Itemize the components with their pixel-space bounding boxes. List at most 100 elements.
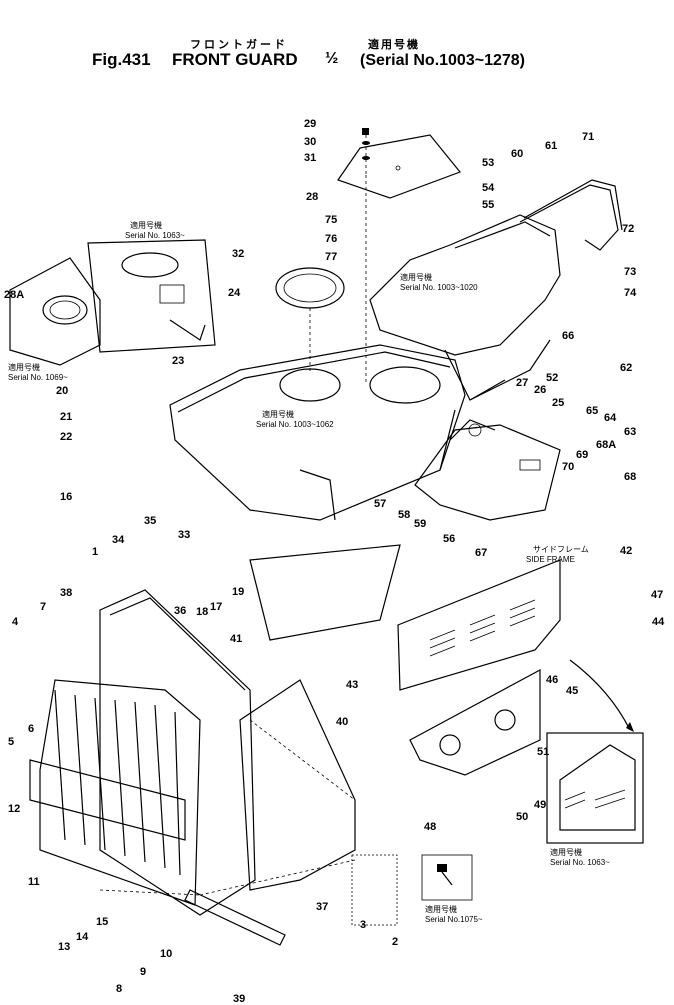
- callout-23: 23: [172, 355, 184, 367]
- callout-9: 9: [140, 966, 146, 978]
- callout-1: 1: [92, 546, 98, 558]
- hinge-bracket-assembly: [414, 419, 561, 521]
- japanese-serial-label: 適用号機: [368, 39, 420, 51]
- front-grille-frame: [29, 589, 256, 916]
- callout-6: 6: [28, 723, 34, 735]
- callout-46: 46: [546, 674, 558, 686]
- callout-10: 10: [160, 948, 172, 960]
- callout-19: 19: [232, 586, 244, 598]
- note-inset-left-bottom: Serial No. 1069~: [8, 373, 68, 382]
- callout-22: 22: [60, 431, 72, 443]
- note-inset-bolt: Serial No.1075~: [425, 915, 483, 924]
- callout-labels: 1234567891011121314151617181920212223242…: [4, 118, 665, 1005]
- callout-39: 39: [233, 993, 245, 1005]
- callout-77: 77: [325, 251, 337, 263]
- callout-12: 12: [8, 803, 20, 815]
- cover-plate-28: [337, 134, 461, 199]
- callout-57: 57: [374, 498, 386, 510]
- callout-16: 16: [60, 491, 72, 503]
- note-inset-panel-jp: 適用号機: [550, 847, 582, 857]
- callout-68: 68: [624, 471, 636, 483]
- callout-25: 25: [552, 397, 564, 409]
- callout-27: 27: [516, 377, 528, 389]
- callout-44: 44: [652, 616, 665, 628]
- callout-5: 5: [8, 736, 14, 748]
- callout-64: 64: [604, 412, 617, 424]
- callout-4: 4: [12, 616, 19, 628]
- callout-72: 72: [622, 223, 634, 235]
- callout-2: 2: [392, 936, 398, 948]
- callout-14: 14: [76, 931, 89, 943]
- note-inset-left-top-jp: 適用号機: [130, 220, 162, 230]
- bottom-rail-39: [184, 889, 286, 946]
- callout-49: 49: [534, 799, 546, 811]
- hood-top-cover: [169, 175, 466, 521]
- callout-42: 42: [620, 545, 632, 557]
- note-side-frame-jp: サイドフレーム: [533, 545, 589, 554]
- callout-75: 75: [325, 214, 337, 226]
- lower-body-outline: [99, 679, 356, 896]
- callout-29: 29: [304, 118, 316, 130]
- callout-54: 54: [482, 182, 495, 194]
- callout-52: 52: [546, 372, 558, 384]
- note-hood-rear-jp: 適用号機: [400, 272, 432, 282]
- serial-range: (Serial No.1003~1278): [360, 52, 525, 69]
- note-hood-rear: Serial No. 1003~1020: [400, 283, 478, 292]
- callout-65: 65: [586, 405, 598, 417]
- figure-title: FRONT GUARD: [172, 50, 298, 69]
- callout-13: 13: [58, 941, 70, 953]
- rear-hood-60: [369, 214, 561, 401]
- callout-69: 69: [576, 449, 588, 461]
- callout-74: 74: [624, 287, 637, 299]
- figure-number: Fig.431: [92, 50, 151, 69]
- callout-7: 7: [40, 601, 46, 613]
- callout-24: 24: [228, 287, 241, 299]
- callout-26: 26: [534, 384, 546, 396]
- louver-vents: [429, 599, 536, 657]
- callout-63: 63: [624, 426, 636, 438]
- callout-21: 21: [60, 411, 72, 423]
- figure-fraction: ½: [325, 50, 339, 67]
- callout-61: 61: [545, 140, 557, 152]
- callout-20: 20: [56, 385, 68, 397]
- callout-43: 43: [346, 679, 358, 691]
- inset-lower-right: [546, 659, 644, 844]
- callout-47: 47: [651, 589, 663, 601]
- serial-notes: 適用号機 Serial No. 1063~ 適用号機 Serial No. 10…: [8, 220, 610, 924]
- callout-73: 73: [624, 266, 636, 278]
- callout-58: 58: [398, 509, 410, 521]
- callout-30: 30: [304, 136, 316, 148]
- callout-70: 70: [562, 461, 574, 473]
- callout-40: 40: [336, 716, 348, 728]
- bolt-stack-29-31: [362, 128, 370, 175]
- callout-50: 50: [516, 811, 528, 823]
- callout-68a: 68A: [596, 439, 616, 451]
- callout-45: 45: [566, 685, 578, 697]
- note-hood: Serial No. 1003~1062: [256, 420, 334, 429]
- callout-15: 15: [96, 916, 108, 928]
- callout-41: 41: [230, 633, 242, 645]
- callout-67: 67: [475, 547, 487, 559]
- callout-34: 34: [112, 534, 125, 546]
- callout-55: 55: [482, 199, 494, 211]
- callout-28: 28: [306, 191, 318, 203]
- inset-bolt: [351, 854, 473, 926]
- callout-28a: 28A: [4, 289, 24, 301]
- handle-71: [519, 179, 623, 251]
- callout-18: 18: [196, 606, 208, 618]
- callout-32: 32: [232, 248, 244, 260]
- note-hood-jp: 適用号機: [262, 409, 294, 419]
- note-inset-panel: Serial No. 1063~: [550, 858, 610, 867]
- callout-62: 62: [620, 362, 632, 374]
- callout-53: 53: [482, 157, 494, 169]
- note-side-frame: SIDE FRAME: [526, 555, 575, 564]
- note-inset-left-top: Serial No. 1063~: [125, 231, 185, 240]
- callout-37: 37: [316, 901, 328, 913]
- callout-71: 71: [582, 131, 594, 143]
- note-inset-bolt-jp: 適用号機: [425, 904, 457, 914]
- side-panel-48: [249, 544, 561, 776]
- callout-3: 3: [360, 919, 366, 931]
- callout-11: 11: [28, 876, 40, 888]
